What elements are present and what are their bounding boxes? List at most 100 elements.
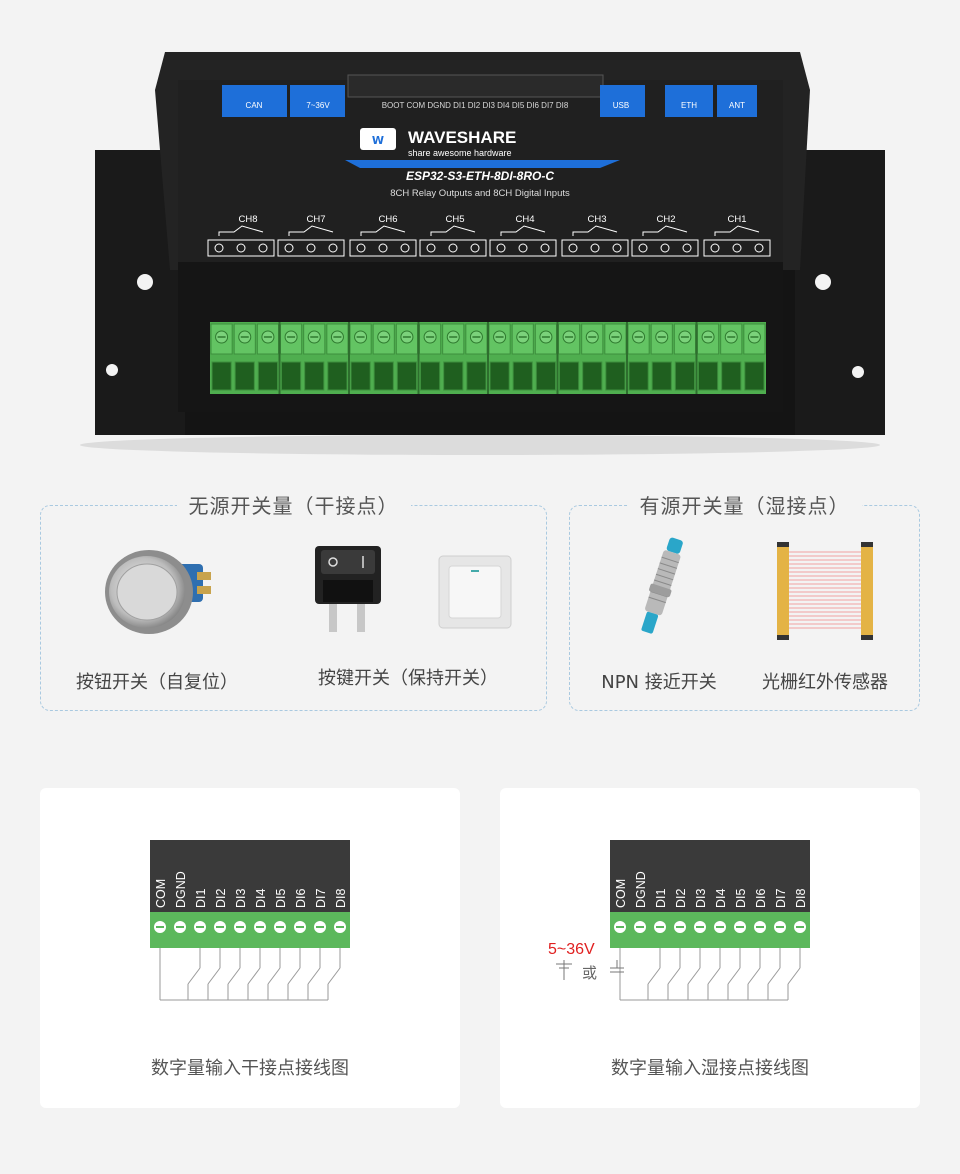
channel-label: CH4 xyxy=(515,214,534,225)
wire-slot xyxy=(350,361,371,391)
pin-label: DI1 xyxy=(194,889,208,909)
proximity-sensor-icon xyxy=(641,537,683,634)
rocker-switch-label: 按键开关（保持开关） xyxy=(318,668,498,689)
wire-slot xyxy=(443,361,464,391)
push-button-item: 按钮开关（自复位） xyxy=(76,536,238,694)
svg-text:WAVESHARE: WAVESHARE xyxy=(408,128,516,147)
wire-slot xyxy=(721,361,742,391)
wiring-lines xyxy=(159,948,341,1001)
switch-contact xyxy=(747,967,761,985)
light-curtain-label: 光栅红外传感器 xyxy=(762,672,888,693)
pin-label: DI3 xyxy=(694,889,708,909)
pin-label: DI8 xyxy=(334,889,348,909)
pin-label: COM xyxy=(154,879,168,908)
wire-slot xyxy=(234,361,255,391)
mount-hole-icon xyxy=(137,274,153,290)
wall-switch-icon xyxy=(438,555,512,629)
pin-label: DI8 xyxy=(794,889,808,909)
wire-slot xyxy=(674,361,695,391)
wire-slot xyxy=(535,361,556,391)
relay-terminal-label xyxy=(349,239,417,257)
relay-terminal-label xyxy=(207,239,275,257)
dc-symbol-icon xyxy=(610,960,624,973)
pin-label: DGND xyxy=(174,871,188,908)
channel-label: CH3 xyxy=(587,214,606,225)
wire-slot xyxy=(281,361,302,391)
channel-label: CH6 xyxy=(378,214,397,225)
relay-terminal-label xyxy=(703,239,771,257)
pin-label: DI4 xyxy=(254,889,268,909)
dry-contact-panel: 无源开关量（干接点） 按钮开关（自复位） xyxy=(40,490,547,711)
switch-contact xyxy=(687,967,701,985)
channel-label: CH1 xyxy=(727,214,746,225)
top-connector-strip: CAN 7~36V USB ETH ANT BOOT COM DGND DI1 … xyxy=(222,74,757,117)
wire-slot xyxy=(466,361,487,391)
wire-slot xyxy=(420,361,441,391)
svg-text:CAN: CAN xyxy=(246,101,263,110)
switch-contact xyxy=(727,967,741,985)
wire-slot xyxy=(327,361,348,391)
pin-label: DI2 xyxy=(214,889,228,909)
svg-text:ANT: ANT xyxy=(729,101,745,110)
switch-contact xyxy=(647,967,661,985)
relay-terminal-label xyxy=(419,239,487,257)
pin-label: DI3 xyxy=(234,889,248,909)
channel-label: CH7 xyxy=(306,214,325,225)
terminal-header xyxy=(150,840,350,912)
wet-panel-title: 有源开关量（湿接点） xyxy=(627,490,862,519)
switch-contact xyxy=(207,967,221,985)
wire-slot xyxy=(605,361,626,391)
svg-text:share awesome hardware: share awesome hardware xyxy=(408,148,512,158)
relay-terminal-label xyxy=(277,239,345,257)
channel-label: CH2 xyxy=(656,214,675,225)
pin-label: COM xyxy=(614,879,628,908)
model-label: ESP32-S3-ETH-8DI-8RO-C xyxy=(406,169,554,183)
channel-label: CH8 xyxy=(238,214,257,225)
supply-symbol-icon xyxy=(556,960,572,980)
switch-contact xyxy=(287,967,301,985)
pin-label: DI5 xyxy=(274,889,288,909)
pin-label: DI7 xyxy=(314,889,328,909)
dry-diagram-caption: 数字量输入干接点接线图 xyxy=(151,1058,349,1079)
pin-label: DI5 xyxy=(734,889,748,909)
channel-label: CH5 xyxy=(445,214,464,225)
rocker-switch-item: 按键开关（保持开关） xyxy=(303,536,513,690)
wire-slot xyxy=(304,361,325,391)
wire-slot xyxy=(211,361,232,391)
wire-slot xyxy=(582,361,603,391)
svg-text:W: W xyxy=(372,134,384,147)
wire-slot xyxy=(257,361,279,391)
svg-text:7~36V: 7~36V xyxy=(306,101,330,110)
push-button-switch-icon xyxy=(105,550,211,634)
rocker-switch-icon xyxy=(315,546,381,632)
push-button-label: 按钮开关（自复位） xyxy=(76,672,238,693)
relay-terminal-label xyxy=(631,239,699,257)
switch-contact xyxy=(707,967,721,985)
or-label: 或 xyxy=(582,964,597,982)
description-label: 8CH Relay Outputs and 8CH Digital Inputs xyxy=(390,188,570,199)
wire-slot xyxy=(489,361,510,391)
relay-terminal-label xyxy=(489,239,557,257)
wiring-lines xyxy=(619,948,801,1001)
wire-slot xyxy=(744,361,765,391)
dry-wiring-diagram: COM DGND DI1 DI2 DI3 DI4 DI5 DI6 DI7 DI8 xyxy=(150,840,350,1001)
relay-terminal-label xyxy=(561,239,629,257)
waveshare-logo: W WAVESHARE share awesome hardware xyxy=(360,128,516,158)
pin-label: DI6 xyxy=(754,889,768,909)
switch-contact xyxy=(787,967,801,985)
light-curtain-sensor-icon xyxy=(777,542,873,640)
dry-panel-title: 无源开关量（干接点） xyxy=(176,490,411,519)
wire-slot xyxy=(559,361,580,391)
pin-label: DI6 xyxy=(294,889,308,909)
light-curtain-item: 光栅红外传感器 xyxy=(755,536,895,694)
pin-label: DGND xyxy=(634,871,648,908)
wet-diagram-caption: 数字量输入湿接点接线图 xyxy=(611,1058,809,1079)
terminal-header xyxy=(610,840,810,912)
npn-sensor-label: NPN 接近开关 xyxy=(601,672,717,693)
pin-label: DI7 xyxy=(774,889,788,909)
wire-slot xyxy=(512,361,533,391)
switch-contact xyxy=(667,967,681,985)
switch-contact xyxy=(307,967,321,985)
